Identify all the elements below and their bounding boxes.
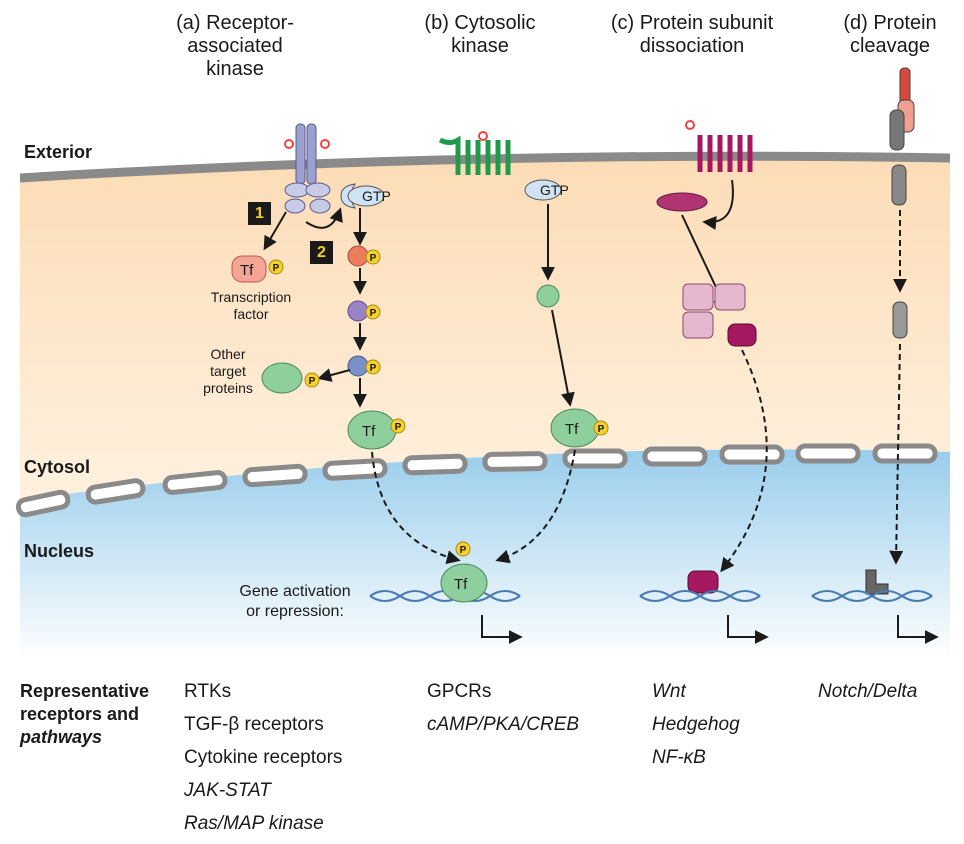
transcription-arrow-b	[481, 615, 523, 644]
other-target-proteins-label: Other target proteins	[203, 346, 253, 396]
tf-label-b: Tf	[565, 421, 579, 438]
phospho-label: P	[370, 253, 377, 264]
g-protein-gtp-b	[524, 179, 562, 201]
region-label-exterior: Exterior	[24, 142, 93, 162]
column-title-b: (b) Cytosolic kinase	[424, 12, 536, 57]
column-title-a: (a) Receptor- associated kinase	[176, 12, 294, 80]
gtp-label-a: GTP	[362, 188, 391, 204]
representative-heading: Representative receptors and pathways	[20, 680, 149, 749]
phospho-label: P	[309, 376, 316, 387]
plasma-membrane	[19, 151, 951, 183]
representative-heading-line3: pathways	[20, 727, 103, 747]
step-badge-1: 1	[248, 202, 271, 225]
phospho-label: P	[598, 424, 605, 435]
pathway-item: Notch/Delta	[818, 681, 918, 702]
step-badge-2: 2	[310, 241, 333, 264]
tf-label-a-left: Tf	[240, 262, 254, 279]
column-title-c: (c) Protein subunit dissociation	[610, 12, 774, 57]
region-label-nucleus: Nucleus	[24, 541, 95, 561]
pathway-item: RTKs	[184, 681, 232, 702]
phosphate-markers	[268, 249, 609, 557]
pathway-item: GPCRs	[427, 681, 492, 702]
representative-heading-line2: receptors and	[20, 704, 140, 724]
dna-helix-d	[811, 590, 933, 602]
phospho-label: P	[273, 263, 280, 274]
cleaved-domain	[892, 301, 908, 339]
tf-protein-a-left	[231, 255, 267, 283]
pathway-list-d: Notch/Delta	[818, 675, 917, 708]
receptor-tyrosine-kinase	[284, 123, 331, 214]
pathway-item: Wnt	[652, 681, 686, 702]
arrow-step1	[263, 211, 287, 251]
cytosolic-kinase	[536, 284, 560, 308]
gpcr-c	[697, 135, 753, 172]
transcription-arrow-c	[727, 615, 769, 644]
pathway-list-c: Wnt Hedgehog NF-κB	[652, 675, 740, 774]
representative-heading-line1: Representative	[20, 681, 150, 701]
pathway-item: TGF-β receptors	[184, 714, 324, 735]
transcription-factor-label: Transcription factor	[210, 289, 292, 322]
nuclear-envelope	[15, 443, 938, 518]
gpcr-b	[438, 135, 511, 175]
pathway-item: NF-κB	[652, 747, 706, 768]
transcription-arrow-d	[897, 615, 939, 644]
tf-label-nucleus: Tf	[454, 576, 468, 593]
arrow-step2	[305, 207, 343, 229]
dashed-arrow-c	[720, 349, 768, 573]
pathway-list-b: GPCRs cAMP/PKA/CREB	[427, 675, 579, 741]
phospho-label: P	[370, 363, 377, 374]
dashed-arrow-b	[495, 449, 576, 564]
tf-protein-on-dna	[440, 563, 488, 603]
released-subunit	[727, 323, 757, 347]
phospho-label: P	[370, 308, 377, 319]
gtp-label-b: GTP	[540, 182, 569, 198]
pathway-item: Ras/MAP kinase	[184, 813, 324, 834]
cytosol-region	[20, 156, 950, 500]
nucleus-region	[20, 430, 950, 660]
column-title-d: (d) Protein cleavage	[843, 12, 937, 57]
inhibition-line	[681, 214, 723, 301]
pathway-item: Hedgehog	[652, 714, 740, 735]
dna-helix-c	[639, 590, 761, 602]
dashed-arrow-a	[371, 451, 461, 564]
subunit-on-dna	[687, 570, 719, 594]
other-target-protein	[261, 362, 303, 394]
phospho-label: P	[395, 422, 402, 433]
membrane-protein-c	[656, 192, 708, 212]
region-label-cytosol: Cytosol	[24, 457, 91, 477]
pathway-item: JAK-STAT	[184, 780, 271, 801]
pathway-list-a: RTKs TGF-β receptors Cytokine receptors …	[184, 675, 342, 840]
pathway-item: cAMP/PKA/CREB	[427, 714, 580, 735]
protein-complex	[682, 283, 746, 339]
phospho-label: P	[460, 545, 467, 556]
notch-domain-on-dna	[865, 569, 889, 595]
tf-label-a: Tf	[362, 423, 376, 440]
notch-receptor	[889, 67, 915, 206]
gene-activation-label: Gene activation or repression:	[239, 583, 351, 620]
pathway-item: Cytokine receptors	[184, 747, 343, 768]
